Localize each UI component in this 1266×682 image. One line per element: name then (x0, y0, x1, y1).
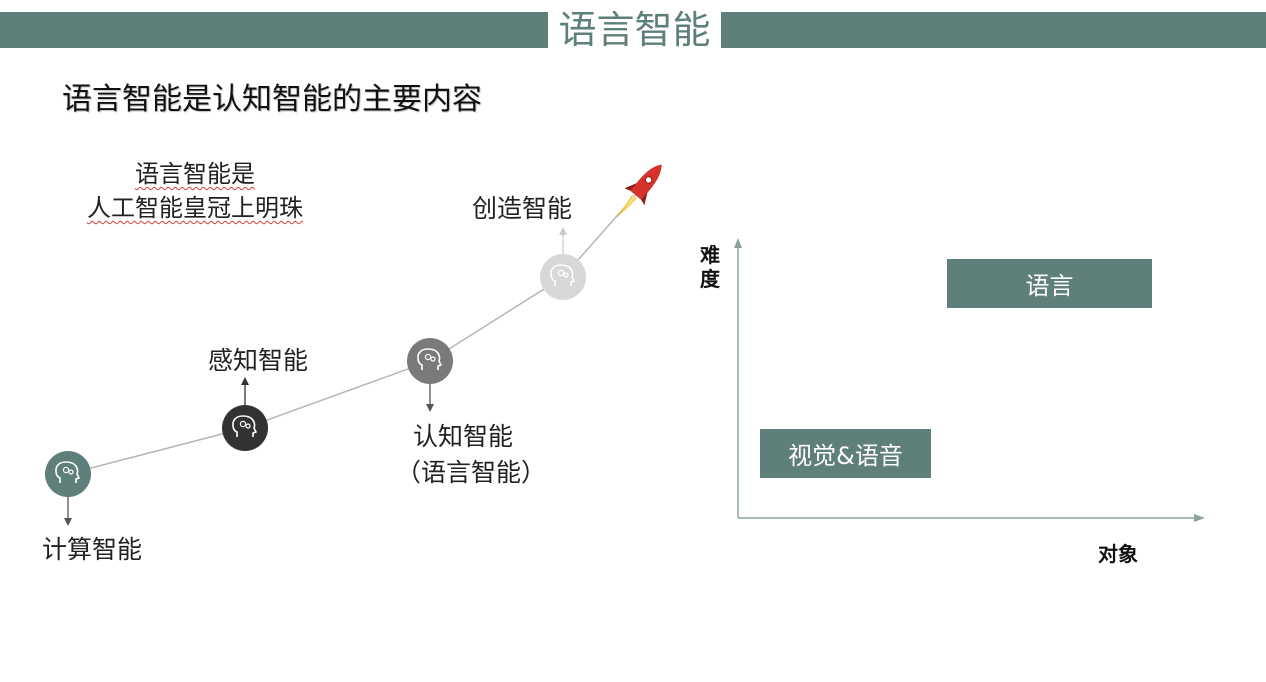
x-axis-label: 对象 (1098, 542, 1138, 566)
x-axis (738, 514, 1205, 522)
box-vision-speech: 视觉&语音 (760, 429, 931, 478)
y-axis-label: 难度 (700, 243, 720, 291)
growth-line (67, 164, 663, 475)
arrow-icon (559, 227, 567, 254)
head-gears-icon (407, 338, 453, 384)
label-cognition-sub: （语言智能） (396, 458, 547, 487)
arrow-icon (426, 384, 434, 412)
label-computing: 计算智能 (42, 535, 143, 564)
head-gears-icon (222, 405, 268, 451)
box-language: 语言 (947, 259, 1152, 308)
pearl-quote: 语言智能是 人工智能皇冠上明珠 (70, 157, 320, 225)
quote-line-2: 人工智能皇冠上明珠 (87, 194, 303, 222)
y-axis (734, 238, 742, 518)
header-bar-right (721, 12, 1266, 48)
header-bar-left (0, 12, 548, 48)
rocket-icon (616, 164, 662, 219)
slide-title: 语言智能 (558, 8, 711, 52)
quote-line-1: 语言智能是 (135, 160, 255, 188)
label-cognition: 认知智能 (413, 422, 514, 451)
arrow-icon (241, 377, 249, 405)
head-gears-icon (45, 451, 91, 497)
headline: 语言智能是认知智能的主要内容 (62, 82, 482, 117)
label-perception: 感知智能 (208, 346, 309, 375)
arrow-icon (64, 497, 72, 526)
head-gears-icon (540, 254, 586, 300)
label-creation: 创造智能 (472, 194, 573, 223)
